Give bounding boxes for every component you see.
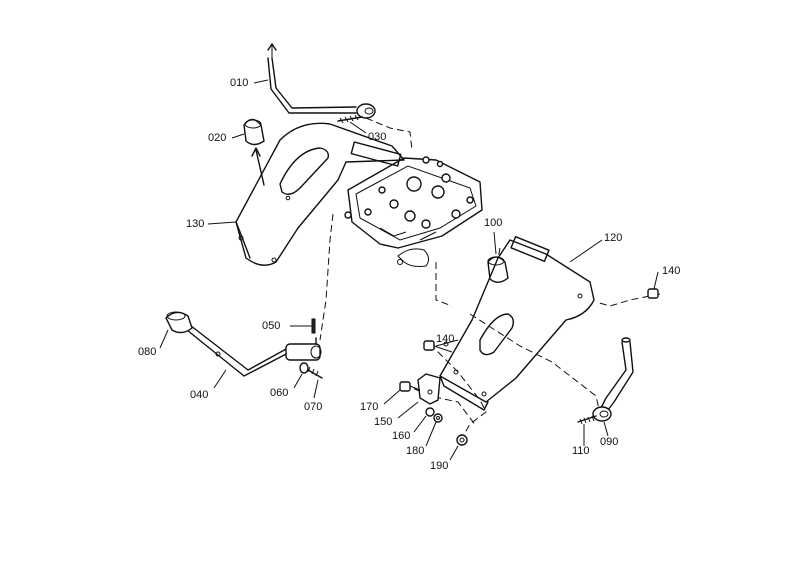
label-060: 060 [270,387,289,399]
label-150: 150 [374,416,393,428]
label-080: 080 [138,346,157,358]
bolt-140-center [423,340,453,353]
label-110: 110 [572,445,590,457]
plate-130 [235,122,405,266]
knob-100 [487,256,509,283]
label-130: 130 [186,218,205,230]
pin-050 [311,318,316,334]
bracket-150 [417,373,441,405]
washer-160 [425,407,435,417]
upper-lever-010 [267,43,376,119]
bolt-030 [337,114,413,151]
label-180: 180 [406,445,425,457]
bolt-170 [399,381,421,392]
bolt-110 [577,415,597,425]
label-070: 070 [304,401,323,413]
label-120: 120 [604,232,623,244]
lever-090 [592,337,634,422]
nut-180 [433,413,443,423]
leader-lines [159,79,659,461]
label-040: 040 [190,389,209,401]
label-140-center: 140 [436,333,455,345]
transmission-housing [344,156,483,267]
knob-080 [165,311,193,334]
label-160: 160 [392,430,411,442]
label-020: 020 [208,132,227,144]
washer-060 [299,362,309,374]
guide-lines [319,213,661,439]
label-090: 090 [600,436,619,448]
label-100: 100 [484,217,503,229]
bolt-070 [307,366,323,379]
label-050: 050 [262,320,281,332]
label-030: 030 [368,131,387,143]
label-140-right: 140 [662,265,681,277]
bolt-140-right [647,288,659,299]
lever-040 [181,321,322,377]
nut-190 [456,434,468,446]
label-010: 010 [230,77,249,89]
plate-120 [439,235,595,411]
label-190: 190 [430,460,449,472]
knob-020 [243,118,265,186]
label-170: 170 [360,401,379,413]
